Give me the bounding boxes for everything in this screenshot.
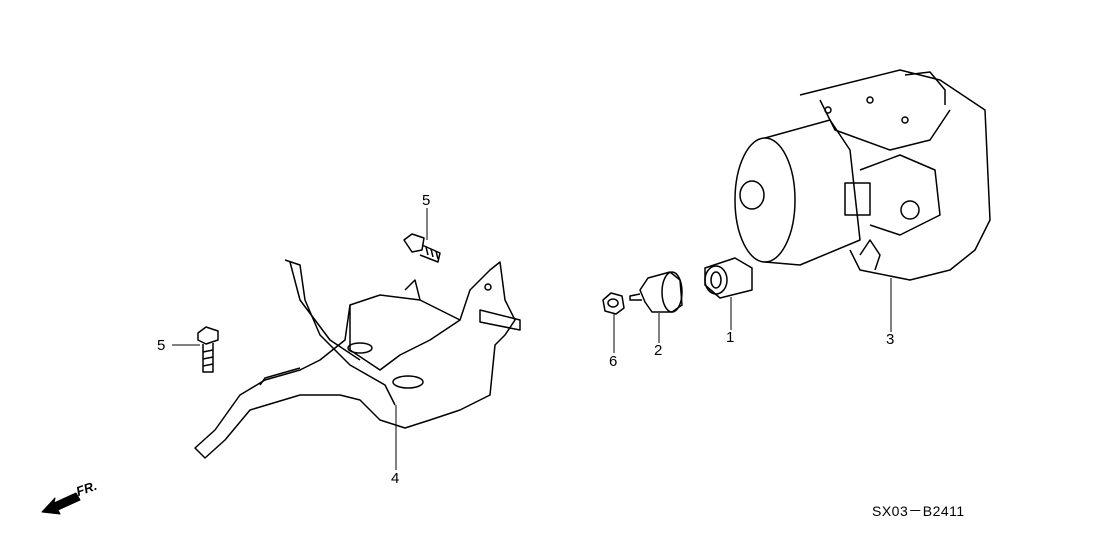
diagram-code: SX03－B2411 xyxy=(872,503,965,519)
mount-part-2 xyxy=(629,271,683,313)
bolt-part-5-upper xyxy=(403,233,441,263)
callout-3: 3 xyxy=(886,331,895,348)
callout-5-upper: 5 xyxy=(422,192,431,209)
callout-4: 4 xyxy=(391,470,400,487)
bracket-part-4 xyxy=(194,259,521,459)
callout-5-left: 5 xyxy=(157,337,166,354)
callout-1: 1 xyxy=(726,329,735,346)
abs-modulator-part-3 xyxy=(734,69,991,281)
callout-2: 2 xyxy=(654,342,663,359)
leader-lines xyxy=(172,208,892,470)
nut-part-6 xyxy=(602,292,625,315)
callout-6: 6 xyxy=(609,353,618,370)
front-arrow-icon xyxy=(41,492,81,515)
bolt-part-5-left xyxy=(197,326,219,373)
collar-part-1 xyxy=(704,257,753,299)
